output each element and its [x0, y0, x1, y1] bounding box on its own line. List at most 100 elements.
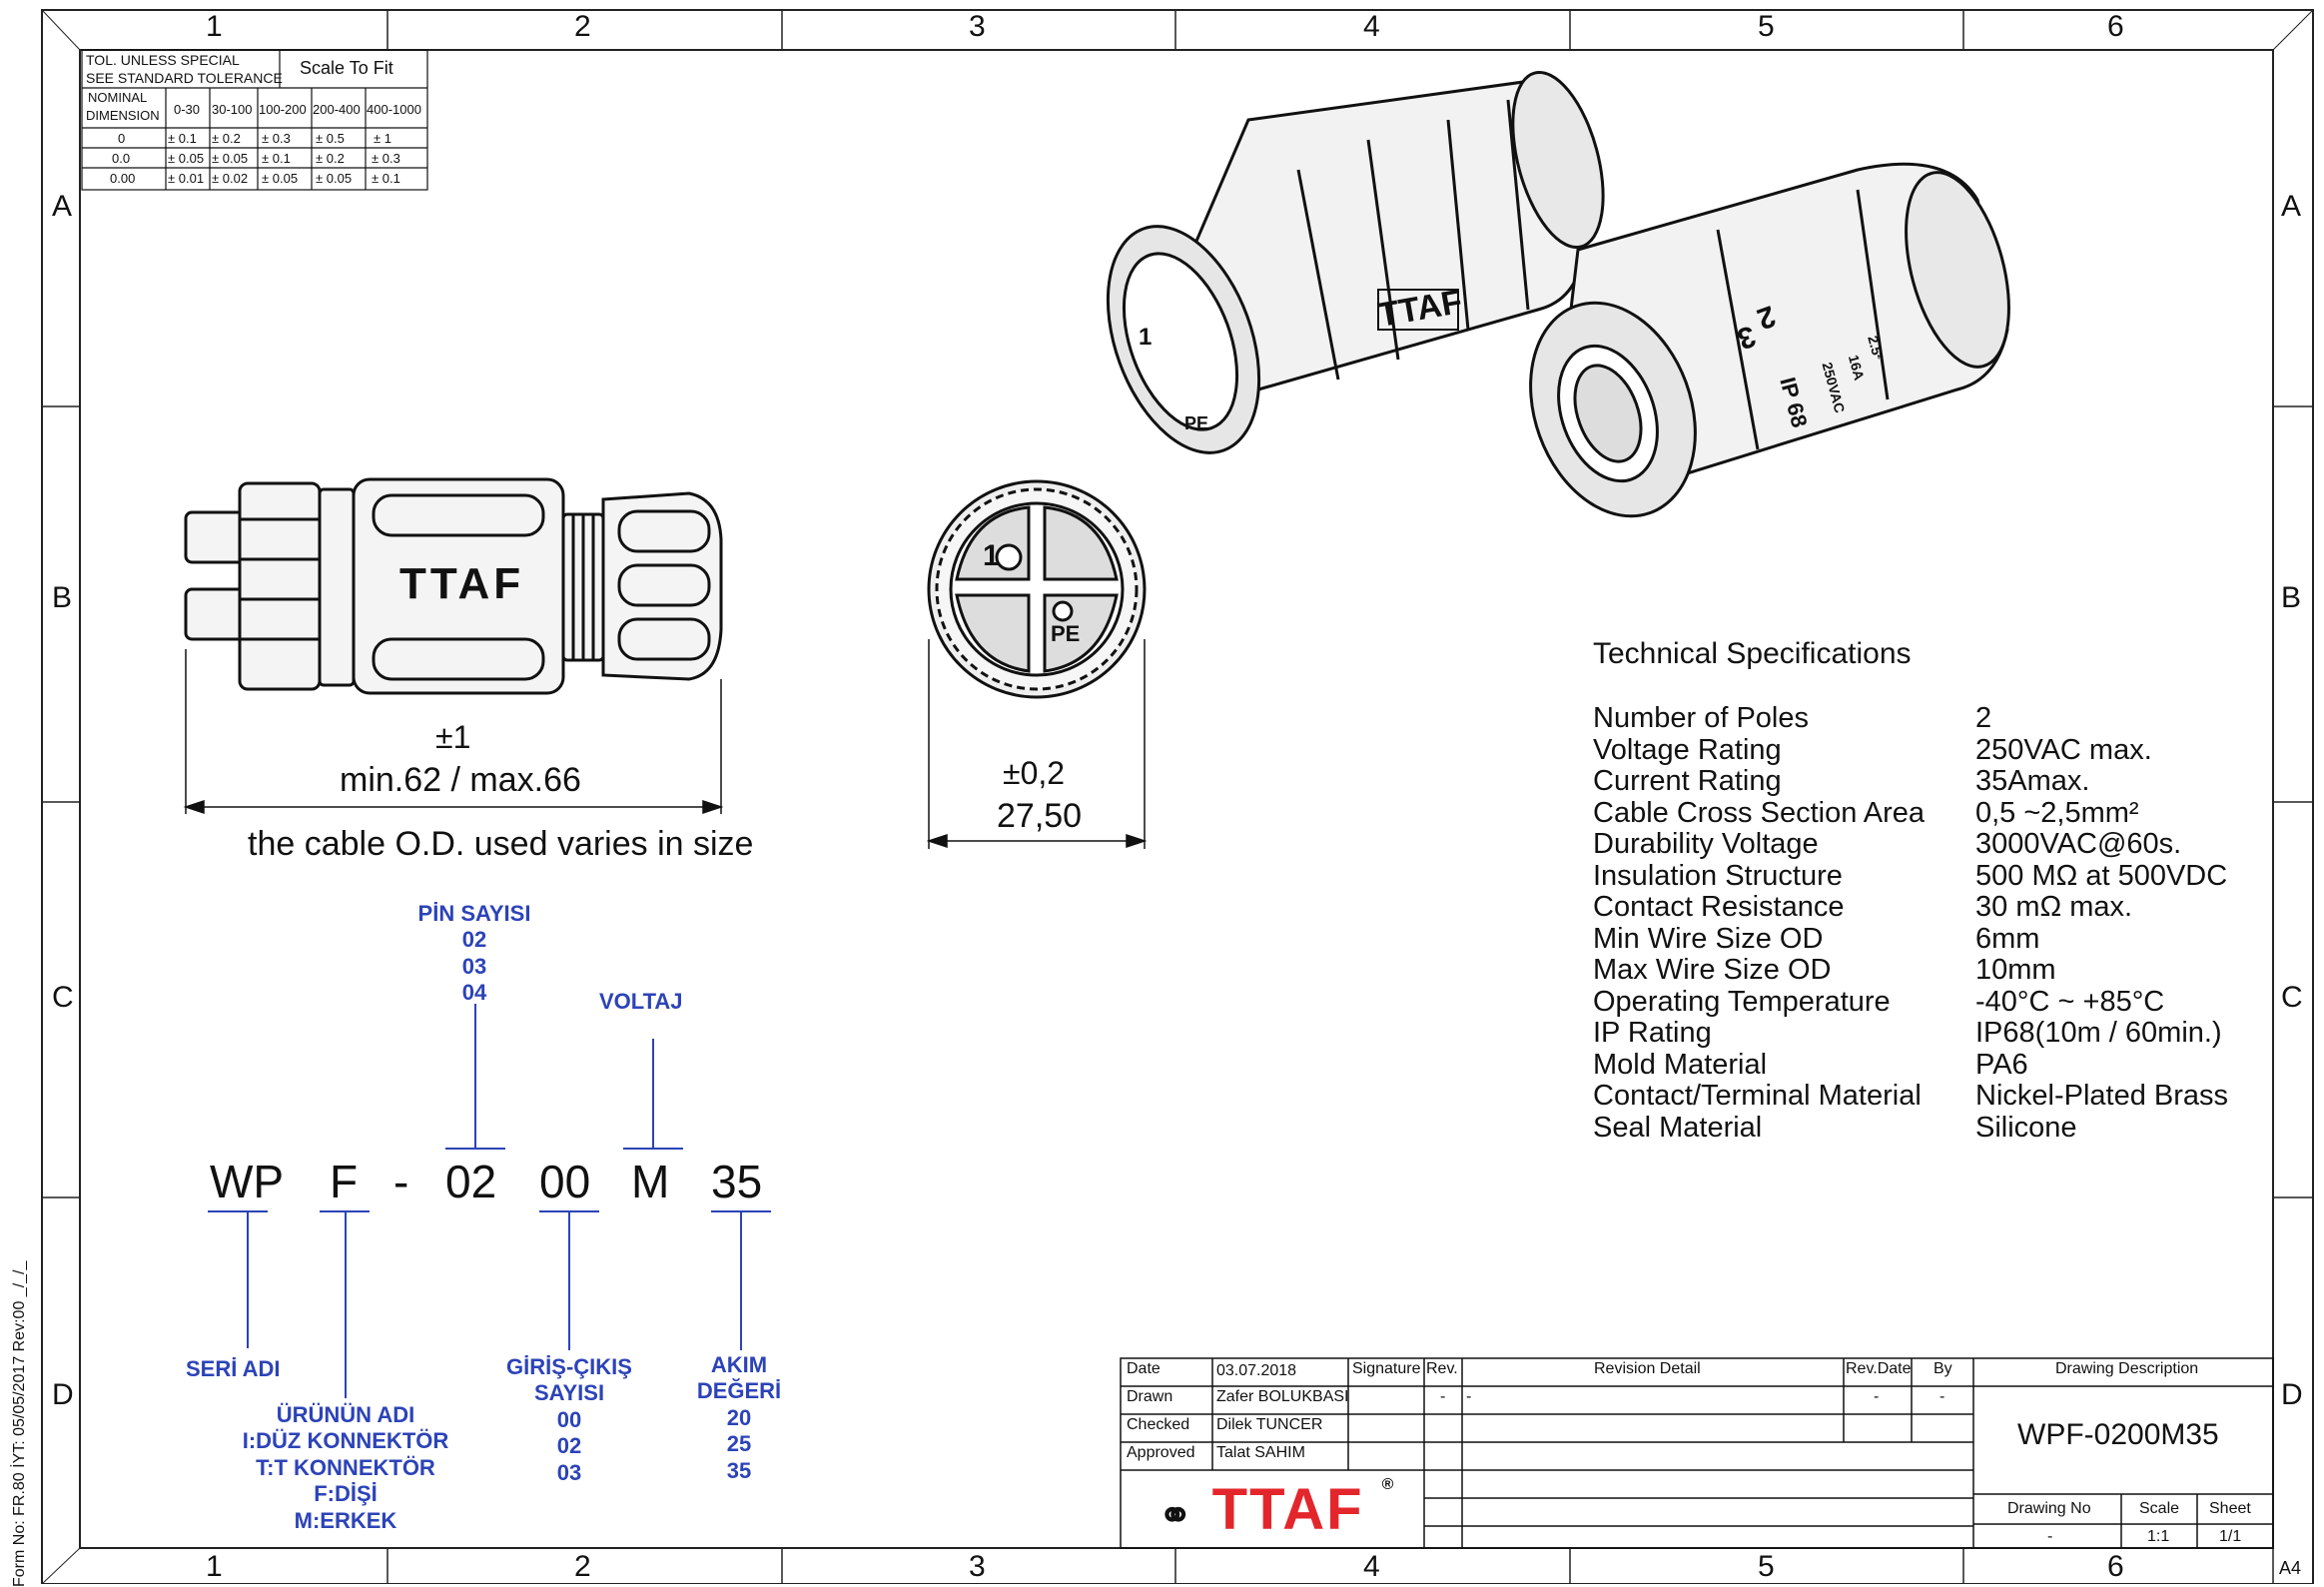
spec-value: IP68(10m / 60min.) — [1975, 1017, 2222, 1049]
tb-drawing-description-label: Drawing Description — [2055, 1360, 2199, 1377]
callout-current-value: 35 — [726, 1457, 752, 1483]
spec-label: Cable Cross Section Area — [1593, 796, 1926, 829]
callout-io-value: 02 — [556, 1433, 582, 1459]
col-label-1-top: 1 — [206, 10, 223, 43]
form-note: Form No: FR.80 İYT: 05/05/2017 Rev:00 _/… — [11, 1260, 28, 1587]
spec-label: Number of Poles — [1593, 702, 1809, 734]
col-label-6-top: 6 — [2107, 10, 2124, 43]
spec-label: Max Wire Size OD — [1593, 954, 1832, 986]
tol-row2-nominal: 0.0 — [112, 151, 131, 166]
spec-label: Durability Voltage — [1593, 828, 1819, 860]
part-code-leaders — [208, 1004, 771, 1398]
callout-series: SERİ ADI — [186, 1356, 281, 1381]
spec-value: 500 MΩ at 500VDC — [1975, 859, 2228, 892]
outer-border — [41, 9, 2314, 1584]
spec-value: 250VAC max. — [1975, 733, 2152, 766]
front-tolerance: ±0,2 — [1003, 755, 1066, 791]
callout-current-value: 20 — [726, 1404, 752, 1430]
tol-row3-nominal: 0.00 — [110, 171, 136, 186]
tol-range-5: 400-1000 — [367, 102, 421, 117]
callout-product-value: T:T KONNEKTÖR — [256, 1454, 435, 1480]
side-tolerance: ±1 — [435, 719, 471, 755]
spec-label: Min Wire Size OD — [1593, 922, 1824, 955]
tb-drawing-no-label: Drawing No — [2007, 1500, 2091, 1517]
title-block-grid — [1120, 1357, 2274, 1549]
tol-nominal-line2: DIMENSION — [86, 108, 160, 123]
spec-value: Nickel-Plated Brass — [1975, 1080, 2229, 1112]
logo-mark-icon: ⚭ — [1159, 1494, 1194, 1538]
callout-voltage: VOLTAJ — [599, 989, 683, 1014]
tb-checked-label: Checked — [1127, 1416, 1190, 1433]
tol-row3-v2: ± 0.02 — [212, 171, 249, 186]
sheet-size: A4 — [2279, 1558, 2302, 1578]
tol-row3-v3: ± 0.05 — [262, 171, 299, 186]
spec-value: -40°C ~ +85°C — [1975, 985, 2165, 1018]
callout-product: ÜRÜNÜN ADI I:DÜZ KONNEKTÖR T:T KONNEKTÖR… — [196, 1402, 495, 1534]
tb-sheet-value: 1/1 — [2219, 1528, 2242, 1545]
tol-row2-v5: ± 0.3 — [372, 151, 400, 166]
spec-value: PA6 — [1975, 1048, 2028, 1081]
row-label-c-left: C — [52, 981, 74, 1014]
spec-value: Silicone — [1975, 1111, 2077, 1144]
tb-checked-value: Dilek TUNCER — [1216, 1416, 1323, 1433]
tb-drawn-label: Drawn — [1127, 1388, 1173, 1405]
tb-by-label: By — [1934, 1360, 1952, 1377]
connector-front-view — [927, 479, 1147, 699]
zone-ticks — [42, 10, 2313, 1584]
col-label-5-bottom: 5 — [1758, 1550, 1775, 1583]
tol-range-1: 0-30 — [174, 102, 201, 117]
spec-label: Current Rating — [1593, 765, 1782, 797]
tol-header-line2: SEE STANDARD TOLERANCE — [86, 70, 283, 86]
spec-value: 10mm — [1975, 954, 2056, 986]
tol-range-2: 30-100 — [212, 102, 253, 117]
tol-row1-v1: ± 0.1 — [168, 131, 197, 146]
tol-nominal-line1: NOMINAL — [88, 90, 148, 105]
tb-revision-detail-label: Revision Detail — [1594, 1360, 1701, 1377]
tb-revdate-dash: - — [1874, 1388, 1880, 1405]
callout-pin-value: 03 — [461, 953, 487, 979]
row-label-a-left: A — [52, 190, 73, 223]
col-label-2-bottom: 2 — [574, 1550, 591, 1583]
tol-row2-v2: ± 0.05 — [212, 151, 249, 166]
spec-label: Insulation Structure — [1593, 859, 1843, 892]
logo-text: TTAF — [1211, 1477, 1364, 1542]
tol-row1-v4: ± 0.5 — [316, 131, 345, 146]
specs-values: 2 250VAC max. 35Amax. 0,5 ~2,5mm² 3000VA… — [1975, 702, 2229, 1144]
spec-value: 0,5 ~2,5mm² — [1975, 796, 2139, 829]
side-brand-mark: TTAF — [399, 559, 525, 608]
callout-io-title: GİRİŞ-ÇIKIŞ — [506, 1354, 632, 1379]
spec-label: IP Rating — [1593, 1017, 1712, 1049]
tb-signature-label: Signature — [1352, 1360, 1421, 1377]
tb-drawing-description: WPF-0200M35 — [2017, 1418, 2219, 1451]
spec-value: 2 — [1975, 702, 1992, 734]
callout-product-title: ÜRÜNÜN ADI — [276, 1402, 415, 1427]
callout-pin-count: PİN SAYISI 02 03 04 — [399, 901, 549, 1007]
row-label-c-right: C — [2281, 981, 2303, 1014]
code-series: WP — [210, 1156, 285, 1207]
row-label-d-left: D — [52, 1378, 74, 1411]
iso-left-pin1: 1 — [1139, 324, 1153, 351]
front-diameter-dimension — [926, 639, 1148, 849]
callout-product-value: M:ERKEK — [294, 1507, 397, 1533]
code-voltage: M — [631, 1156, 670, 1207]
spec-value: 30 mΩ max. — [1975, 891, 2133, 923]
tb-approved-label: Approved — [1127, 1444, 1195, 1461]
spec-label: Mold Material — [1593, 1048, 1768, 1081]
spec-value: 6mm — [1975, 922, 2040, 955]
tol-row1-v2: ± 0.2 — [212, 131, 241, 146]
callout-io-value: 03 — [556, 1459, 582, 1485]
code-io: 00 — [539, 1156, 591, 1207]
callout-io-value: 00 — [556, 1406, 582, 1432]
col-label-4-bottom: 4 — [1363, 1550, 1380, 1583]
side-length-dimension — [183, 649, 724, 815]
tb-rev-dash: - — [1440, 1388, 1446, 1405]
code-type: F — [330, 1156, 359, 1207]
row-label-d-right: D — [2281, 1378, 2303, 1411]
spec-label: Contact/Terminal Material — [1593, 1080, 1922, 1112]
tolerance-table-grid — [81, 49, 428, 191]
tol-row2-v3: ± 0.1 — [262, 151, 291, 166]
specs-title: Technical Specifications — [1593, 637, 1912, 670]
front-pin1-label: 1 — [983, 539, 1000, 572]
col-label-1-bottom: 1 — [206, 1550, 223, 1583]
